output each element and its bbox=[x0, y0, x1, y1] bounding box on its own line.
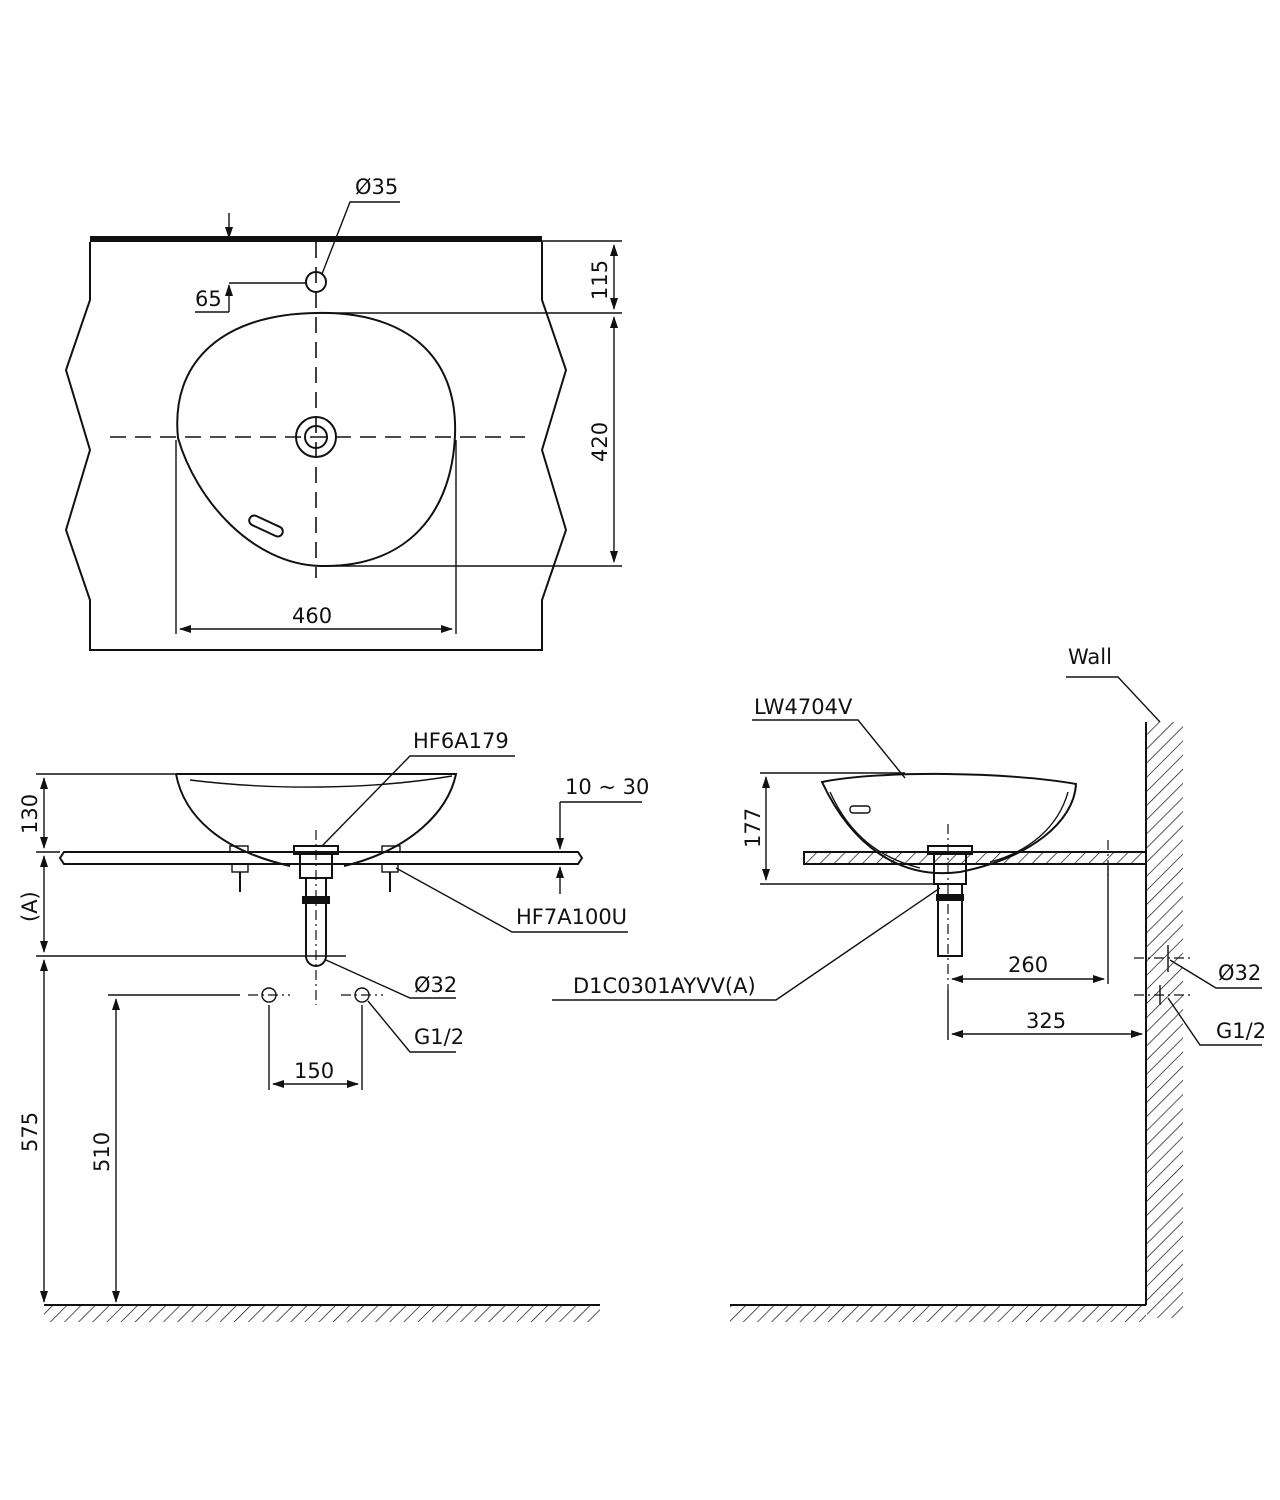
front-supply-spacing-label: 150 bbox=[294, 1059, 334, 1083]
front-drain-dia-label: Ø32 bbox=[414, 973, 457, 997]
front-counter bbox=[58, 851, 584, 865]
front-fixing-label: HF7A100U bbox=[516, 905, 627, 929]
front-drain-height-label: 575 bbox=[18, 1112, 42, 1152]
side-260-label: 260 bbox=[1008, 953, 1048, 977]
side-trap-label: D1C0301AYVV(A) bbox=[573, 974, 756, 998]
side-wall-label: Wall bbox=[1068, 645, 1112, 669]
side-counter bbox=[803, 851, 1147, 865]
front-a-label: (A) bbox=[18, 891, 42, 922]
front-bowl bbox=[175, 773, 458, 867]
side-325-label: 325 bbox=[1026, 1009, 1066, 1033]
front-view: HF6A179 HF7A100U 10 ~ 30 130 (A) 575 Ø32 bbox=[18, 729, 649, 1322]
top-wall-to-basin-label: 115 bbox=[588, 260, 612, 300]
top-tap-hole-label: Ø35 bbox=[355, 175, 398, 199]
side-bowl bbox=[820, 772, 1078, 875]
top-overflow-slot bbox=[248, 514, 284, 538]
front-waste-label: HF6A179 bbox=[413, 729, 509, 753]
top-basin-width-label: 460 bbox=[292, 604, 332, 628]
side-supply-label: G1/2 bbox=[1216, 1019, 1266, 1043]
top-counter-outline bbox=[64, 242, 568, 651]
front-counter-label: 10 ~ 30 bbox=[565, 775, 649, 799]
side-model-label: LW4704V bbox=[754, 695, 853, 719]
front-supply-height-label: 510 bbox=[90, 1132, 114, 1172]
side-height-label: 177 bbox=[741, 808, 765, 848]
side-drain-dia-label: Ø32 bbox=[1218, 961, 1261, 985]
side-view: Wall LW4704V D1C0301AYVV(A) 177 260 bbox=[552, 645, 1266, 1322]
top-view: Ø35 65 115 420 460 bbox=[64, 175, 622, 651]
front-bowl-height-label: 130 bbox=[18, 794, 42, 834]
front-supply-label: G1/2 bbox=[414, 1025, 464, 1049]
front-fixing-left bbox=[229, 845, 249, 892]
front-fixing-right bbox=[381, 845, 401, 892]
top-basin-depth-label: 420 bbox=[588, 422, 612, 462]
side-trap-pipe bbox=[937, 883, 963, 957]
top-tap-offset-label: 65 bbox=[195, 287, 222, 311]
